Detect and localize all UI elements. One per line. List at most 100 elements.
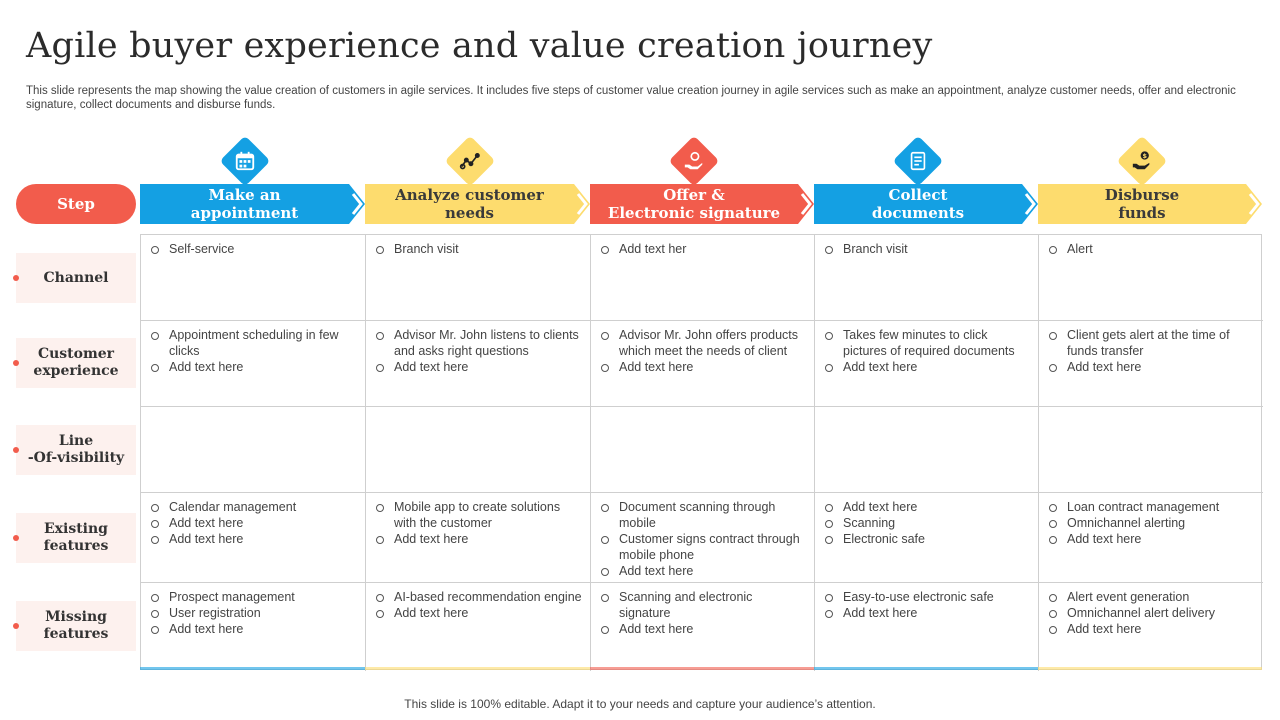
list-item: Takes few minutes to click pictures of r… [825,327,1030,359]
list-item: Appointment scheduling in few clicks [151,327,357,359]
stage-label: Make an appointment [190,186,299,222]
list-item: Add text here [1049,621,1255,637]
list-item: Omnichannel alerting [1049,515,1255,531]
list-item: Document scanning through mobile [601,499,806,531]
grid-cell [1039,407,1263,493]
cell-list: Takes few minutes to click pictures of r… [825,327,1030,375]
cell-list: Branch visit [825,241,1030,257]
svg-text:$: $ [1143,152,1148,160]
grid-cell: Branch visit [366,235,591,321]
row-label-4: Existing features [16,513,136,563]
cell-list: Add text her [601,241,806,257]
list-item: Scanning and electronic signature [601,589,806,621]
grid-cell: Advisor Mr. John listens to clients and … [366,321,591,407]
row-bullet-dot [13,535,19,541]
stage-label: Analyze customer needs [395,186,544,222]
column-bottom-accent [814,667,1038,670]
list-item: Add text here [151,515,357,531]
grid-cell: Client gets alert at the time of funds t… [1039,321,1263,407]
column-bottom-accent [365,667,590,670]
list-item: Mobile app to create solutions with the … [376,499,582,531]
list-item: Add text here [601,359,806,375]
calendar-icon [219,135,270,187]
list-item: Alert [1049,241,1255,257]
footer-note: This slide is 100% editable. Adapt it to… [404,697,876,711]
list-item: Client gets alert at the time of funds t… [1049,327,1255,359]
stage-label: Disburse funds [1104,186,1180,222]
list-item: Customer signs contract through mobile p… [601,531,806,563]
stage-arrow-shape [140,184,365,224]
list-item: Branch visit [376,241,582,257]
list-item: Add text here [601,621,806,637]
money-hand-icon: $ [1116,135,1168,187]
list-item: Loan contract management [1049,499,1255,515]
grid-cell: Self-service [141,235,366,321]
list-item: Add text here [601,563,806,579]
step-pill: Step [16,184,136,224]
grid-cell: Alert [1039,235,1263,321]
row-label-2: Customer experience [16,338,136,388]
list-item: Branch visit [825,241,1030,257]
stage-arrow-shape [590,184,814,224]
list-item: Add text here [151,621,357,637]
row-bullet-dot [13,623,19,629]
cell-list: Advisor Mr. John listens to clients and … [376,327,582,375]
cell-list: Advisor Mr. John offers products which m… [601,327,806,375]
list-item: Add text here [1049,359,1255,375]
grid-cell: Advisor Mr. John offers products which m… [591,321,815,407]
list-item: Prospect management [151,589,357,605]
list-item: Advisor Mr. John listens to clients and … [376,327,582,359]
stage-header-4: Collect documents [814,184,1038,224]
list-item: Scanning [825,515,1030,531]
grid-cell: Mobile app to create solutions with the … [366,493,591,583]
grid-cell [815,407,1039,493]
row-bullet-dot [13,360,19,366]
stage-label: Offer & Electronic signature [607,186,781,222]
row-bullet-dot [13,447,19,453]
grid-cell [591,407,815,493]
list-item: User registration [151,605,357,621]
stage-header-1: Make an appointment [140,184,365,224]
stage-header-5: Disburse funds [1038,184,1262,224]
list-item: Add text here [376,531,582,547]
hand-offer-icon [668,135,720,187]
slide-title: Agile buyer experience and value creatio… [26,26,933,66]
list-item: Add text here [825,605,1030,621]
grid-cell [141,407,366,493]
stage-arrow-shape [365,184,590,224]
grid-cell: Add text her [591,235,815,321]
column-bottom-accent [1038,667,1262,670]
grid-cell: Takes few minutes to click pictures of r… [815,321,1039,407]
list-item: Alert event generation [1049,589,1255,605]
stage-header-2: Analyze customer needs [365,184,590,224]
cell-list: Alert [1049,241,1255,257]
list-item: Add text here [151,531,357,547]
column-bottom-accent [590,667,814,670]
row-label-1: Channel [16,253,136,303]
row-label-3: Line -Of-visibility [16,425,136,475]
stage-header-3: Offer & Electronic signature [590,184,814,224]
grid-cell: Branch visit [815,235,1039,321]
list-item: Add text here [376,359,582,375]
list-item: Add text here [1049,531,1255,547]
row-label-5: Missing features [16,601,136,651]
row-bullet-dot [13,275,19,281]
